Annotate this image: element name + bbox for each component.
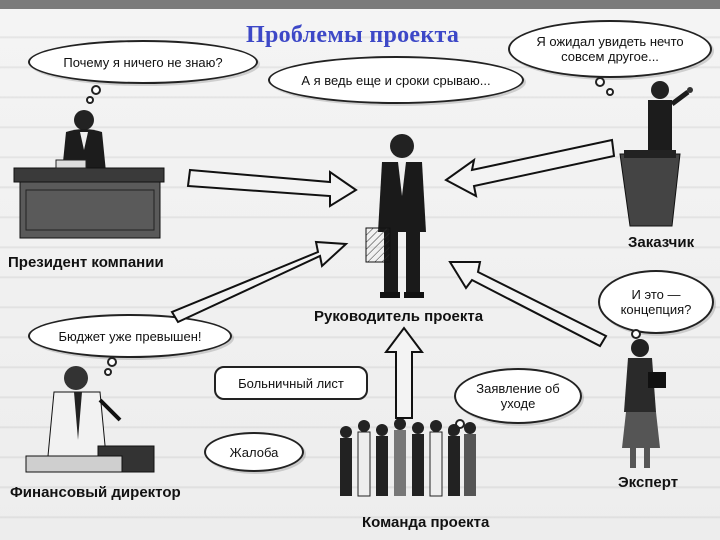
- manager-figure: [365, 134, 426, 298]
- bubble-budget: Бюджет уже превышен!: [28, 314, 232, 358]
- bubble-sick-leave: Больничный лист: [214, 366, 368, 400]
- arrow-from-team: [384, 326, 424, 419]
- bubble-deadline-text: А я ведь еще и сроки срываю...: [301, 72, 491, 88]
- bubble-resignation-text: Заявление об уходе: [476, 381, 560, 411]
- bubble-budget-text: Бюджет уже превышен!: [58, 328, 202, 344]
- arrow-from-finance: [170, 240, 349, 324]
- label-president: Президент компании: [8, 254, 164, 271]
- bubble-sick-leave-text: Больничный лист: [238, 375, 344, 391]
- bubble-deadline: А я ведь еще и сроки срываю...: [268, 56, 524, 104]
- top-border: [0, 0, 720, 9]
- finance-figure: [25, 366, 155, 473]
- label-customer: Заказчик: [628, 234, 695, 251]
- bubble-resignation: Заявление об уходе: [454, 368, 582, 424]
- arrow-from-customer: [444, 138, 616, 198]
- bubble-president: Почему я ничего не знаю?: [28, 40, 258, 84]
- expert-figure: [622, 339, 666, 468]
- bubble-customer-text: Я ожидал увидеть нечто совсем другое...: [536, 34, 684, 64]
- page-title: Проблемы проекта: [246, 22, 460, 48]
- bubble-tails: [86, 77, 644, 436]
- arrow-from-expert: [448, 261, 608, 348]
- bubble-concept: И это — концепция?: [598, 270, 714, 334]
- bubble-complaint: Жалоба: [204, 432, 304, 472]
- label-expert: Эксперт: [618, 474, 679, 491]
- bubble-complaint-text: Жалоба: [229, 444, 279, 460]
- arrows: [170, 138, 616, 419]
- bubble-president-text: Почему я ничего не знаю?: [63, 54, 223, 70]
- team-figure: [340, 418, 476, 497]
- label-team: Команда проекта: [362, 514, 490, 531]
- bubble-concept-text: И это — концепция?: [620, 287, 692, 317]
- customer-figure: [619, 81, 693, 227]
- arrow-from-president: [186, 168, 358, 208]
- bubble-customer: Я ожидал увидеть нечто совсем другое...: [508, 20, 712, 78]
- president-figure: [13, 110, 165, 239]
- label-finance: Финансовый директор: [10, 484, 181, 501]
- label-manager: Руководитель проекта: [314, 308, 484, 325]
